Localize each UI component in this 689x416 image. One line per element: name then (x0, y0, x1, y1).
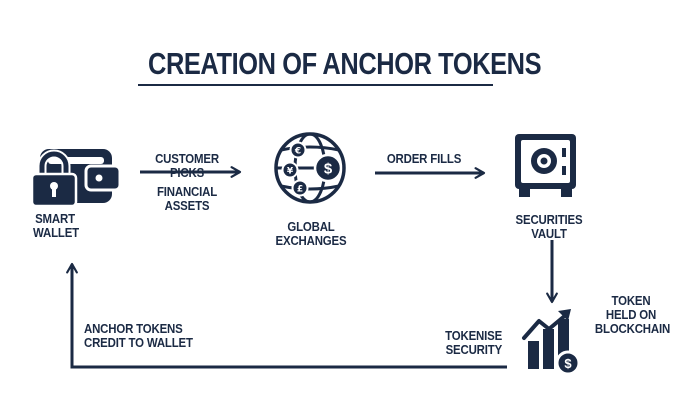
node-tokenise-security-label: TOKENISE SECURITY (444, 329, 502, 357)
growth-chart-coin-icon: $ (522, 309, 581, 376)
label-line: SECURITY (445, 342, 503, 357)
label-line: FINANCIAL ASSETS (156, 184, 218, 213)
label-line: CREDIT TO WALLET (84, 335, 193, 350)
svg-text:$: $ (324, 161, 333, 178)
globe-currency-icon: $ € ¥ £ (274, 132, 346, 204)
node-global-exchanges-label: GLOBAL EXCHANGES (271, 220, 350, 248)
edge-label-token-held: TOKEN HELD ON BLOCKCHAIN (594, 293, 671, 336)
edge-label-customer-picks: CUSTOMER PICKS (140, 152, 233, 180)
node-securities-vault-label: SECURITIES VAULT (497, 213, 601, 241)
svg-text:€: € (294, 147, 301, 157)
svg-text:$: $ (564, 356, 572, 371)
edge-label-anchor-tokens: ANCHOR TOKENS CREDIT TO WALLET (84, 322, 198, 350)
label-line: EXCHANGES (275, 233, 347, 248)
label-line: BLOCKCHAIN (594, 321, 671, 336)
diagram-title: CREATION OF ANCHOR TOKENS (147, 46, 542, 81)
label-line: SMART (35, 211, 75, 226)
label-line: ORDER FILLS (386, 151, 462, 166)
label-line: GLOBAL (287, 219, 335, 234)
label-line: ANCHOR TOKENS (84, 321, 183, 336)
edge-label-order-fills: ORDER FILLS (384, 152, 465, 166)
arrow-tokenise-to-wallet (66, 262, 507, 369)
wallet-lock-icon (30, 149, 122, 208)
edge-label-financial-assets: FINANCIAL ASSETS (139, 185, 236, 213)
safe-vault-icon (515, 134, 576, 197)
label-line: TOKEN (611, 293, 651, 308)
label-line: TOKENISE (445, 328, 503, 343)
label-line: SECURITIES VAULT (515, 212, 583, 241)
label-line: WALLET (33, 225, 79, 240)
label-line: HELD ON (605, 307, 657, 322)
svg-text:£: £ (297, 185, 303, 195)
label-line: CUSTOMER PICKS (155, 151, 219, 180)
node-smart-wallet-label: SMART WALLET (33, 211, 79, 240)
title-underline (138, 84, 493, 86)
svg-text:¥: ¥ (287, 167, 294, 177)
